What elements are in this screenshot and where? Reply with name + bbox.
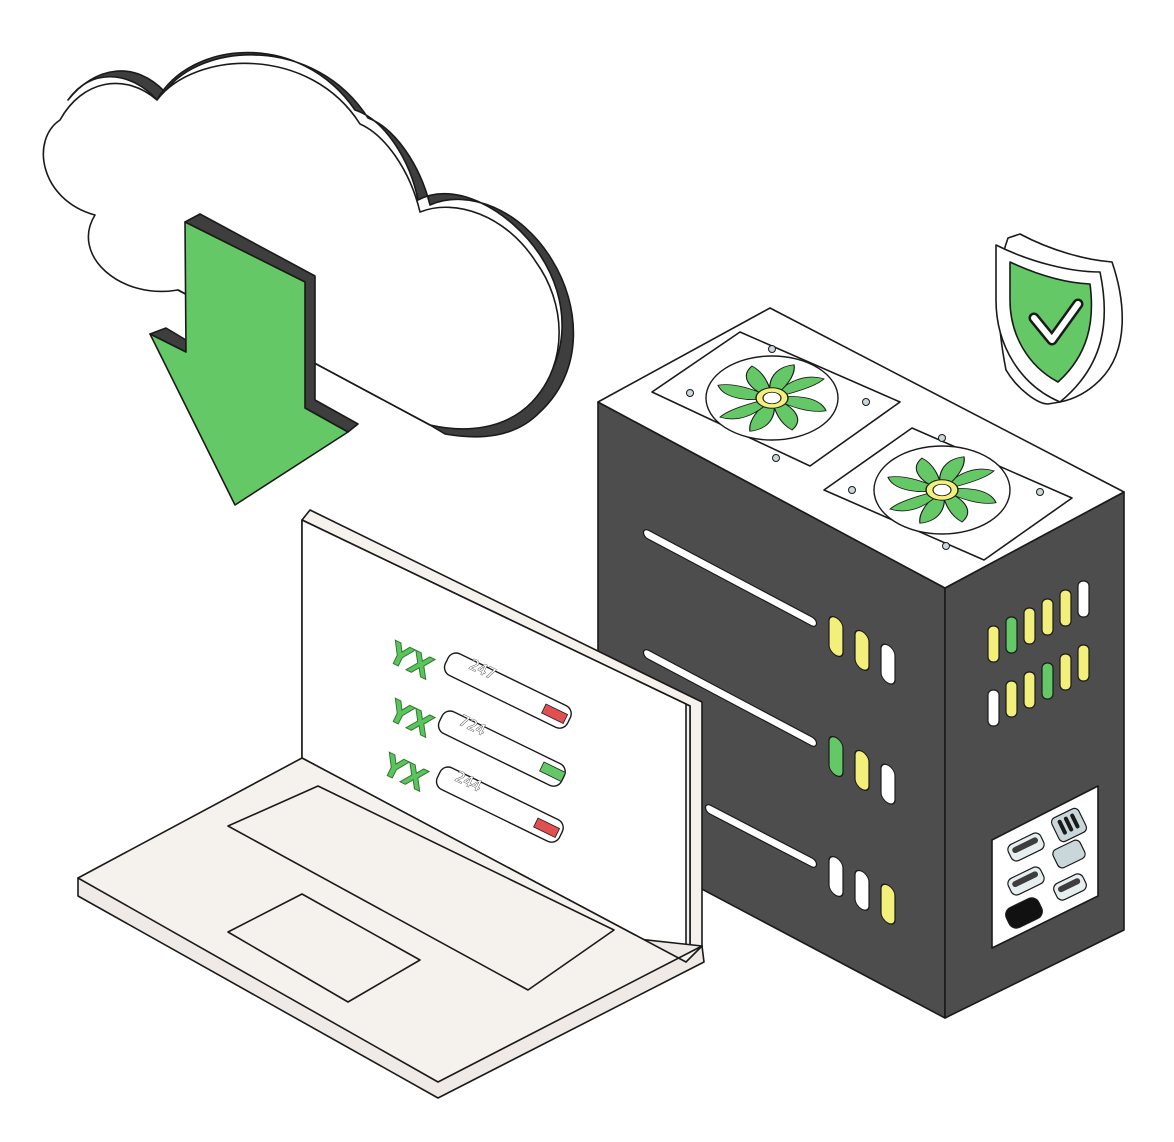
vent-grille (987, 580, 1090, 727)
shield-check-icon (995, 233, 1123, 405)
stat-status-indicator (541, 703, 569, 725)
server-icon (597, 307, 1125, 1019)
download-arrow-icon (149, 213, 359, 506)
cooling-fan-icon (823, 427, 1073, 561)
port-panel (991, 785, 1099, 949)
stat-value-box (435, 766, 564, 843)
drive-bay-slots (642, 529, 818, 868)
status-leds-front (828, 615, 896, 925)
stat-status-indicator (533, 817, 561, 839)
cooling-fan-icon (651, 331, 901, 467)
stat-value-box (443, 652, 572, 729)
stat-status-indicator (539, 761, 567, 783)
